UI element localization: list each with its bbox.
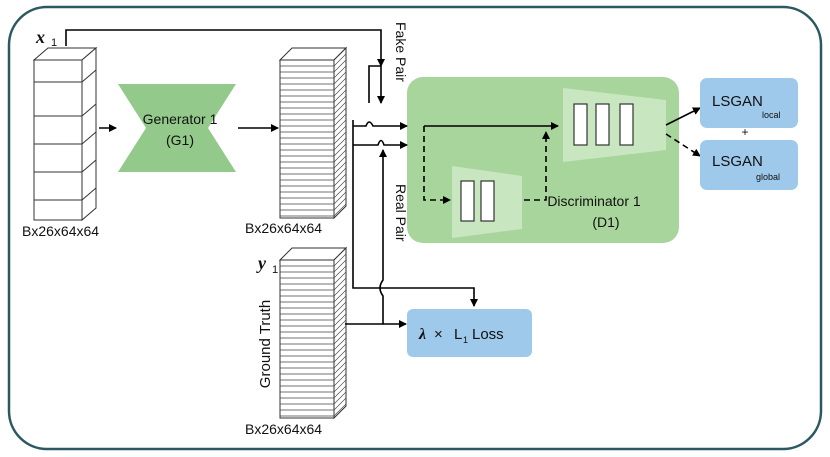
lsgan-global-subscript: global [756, 172, 780, 182]
l1-loss-word: Loss [472, 326, 504, 343]
lsgan-local-box [700, 78, 798, 128]
disc-global-layer-2 [595, 103, 610, 146]
generator-label-line1: Generator 1 [143, 111, 218, 127]
target-subscript: 1 [272, 264, 278, 276]
connection-lines [65, 29, 701, 328]
l1-lambda: λ [418, 326, 426, 343]
x1-to-fake-pair-arrow [65, 29, 385, 67]
disc-local-layer-2 [480, 180, 495, 222]
fake-pair-to-disc-arrow [353, 121, 408, 130]
ground-truth-label: Ground Truth [257, 300, 274, 388]
l1-subscript: 1 [463, 335, 468, 345]
disc-input-to-local-arrow [423, 126, 451, 204]
generator-hourglass [118, 84, 236, 172]
global-to-lsgan-local-arrow [665, 107, 701, 126]
discriminator-label-line2: (D1) [592, 214, 619, 230]
ground-truth-tensor-stack [278, 246, 348, 420]
disc-local-layer-1 [460, 180, 475, 222]
real-pair-label: Real Pair [393, 184, 409, 242]
target-dims-label: Bx26x64x64 [245, 421, 322, 437]
local-to-global-arrow [524, 131, 550, 201]
discriminator-label-line1: Discriminator 1 [547, 193, 641, 209]
global-discriminator-trapezoid [563, 88, 666, 162]
l1-loss-box [407, 309, 532, 357]
disc-global-layer-1 [573, 103, 588, 146]
lsgan-local-text: LSGAN [712, 93, 763, 110]
generated-to-l1-arrow [352, 120, 478, 307]
generated-tensor-stack [278, 46, 348, 220]
l1-times: × [434, 326, 443, 343]
disc-global-layer-3 [619, 103, 634, 146]
lsgan-global-box [700, 140, 798, 190]
lsgan-global-text: LSGAN [712, 153, 763, 170]
generated-dims-label: Bx26x64x64 [245, 220, 322, 236]
fake-pair-bracket [368, 65, 381, 103]
input-subscript: 1 [51, 37, 57, 49]
lsgan-plus-sign: + [741, 125, 748, 139]
ground-truth-to-real-pair-arrow [345, 149, 387, 325]
real-pair-to-disc-arrow [353, 139, 408, 149]
input-tensor-stack [32, 46, 98, 222]
global-to-lsgan-global-arrow [665, 133, 701, 157]
lsgan-local-subscript: local [762, 110, 781, 120]
generator-label-line2: (G1) [166, 132, 194, 148]
fake-pair-label: Fake Pair [393, 22, 409, 82]
l1-main: L [454, 326, 462, 343]
target-symbol: y [256, 253, 267, 273]
input-dims-label: Bx26x64x64 [22, 223, 99, 239]
input-symbol: x [35, 27, 45, 47]
